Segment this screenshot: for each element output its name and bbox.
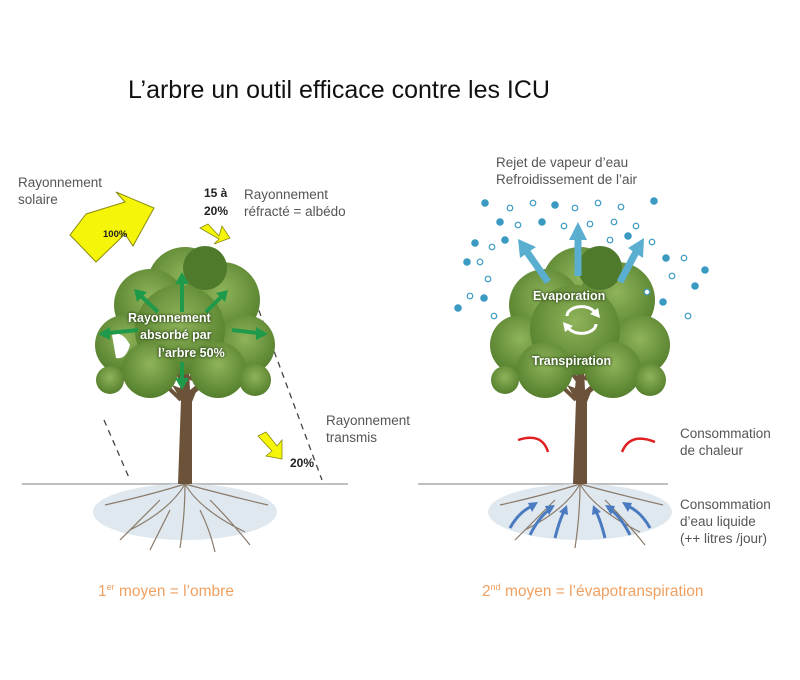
vapor-droplet bbox=[624, 232, 632, 240]
vapor-droplet bbox=[680, 254, 688, 262]
evaporation-label: Evaporation bbox=[533, 289, 606, 303]
vapor-droplet bbox=[648, 238, 656, 246]
roots-left bbox=[93, 483, 277, 553]
foliage-left bbox=[95, 246, 275, 398]
vapor-droplet bbox=[560, 222, 568, 230]
vapor-droplet bbox=[586, 220, 594, 228]
transmitted-arrow bbox=[257, 431, 283, 460]
left-tree bbox=[22, 191, 348, 553]
vapor-droplet bbox=[610, 218, 618, 226]
water-label-3: (++ litres /jour) bbox=[680, 531, 768, 546]
vapor-droplet bbox=[481, 199, 489, 207]
vapor-droplet bbox=[571, 204, 579, 212]
vapor-droplet bbox=[668, 272, 676, 280]
heat-arc-left bbox=[517, 436, 550, 453]
vapor-droplet bbox=[480, 294, 488, 302]
transmitted-label-1: Rayonnement bbox=[326, 413, 411, 428]
vapor-droplet bbox=[594, 199, 602, 207]
absorbed-arrows bbox=[98, 272, 268, 390]
vapor-droplet bbox=[691, 282, 699, 290]
trunk-left bbox=[172, 370, 200, 484]
cycle-arrow-icon bbox=[563, 305, 600, 335]
vapor-droplet bbox=[529, 199, 537, 207]
vapor-droplet bbox=[471, 239, 479, 247]
heat-label-2: de chaleur bbox=[680, 443, 744, 458]
refracted-label-2: réfracté = albédo bbox=[244, 204, 346, 219]
refracted-label-1: Rayonnement bbox=[244, 187, 329, 202]
solar-arrow bbox=[69, 191, 155, 263]
heat-arc-right bbox=[620, 437, 656, 453]
transmitted-percent: 20% bbox=[290, 456, 315, 470]
absorbed-label-2: absorbé par bbox=[140, 328, 212, 342]
vapor-label-1: Rejet de vapeur d’eau bbox=[496, 155, 629, 170]
absorbed-label-1: Rayonnement bbox=[128, 311, 211, 325]
vapor-droplet bbox=[501, 236, 509, 244]
vapor-droplet bbox=[514, 221, 522, 229]
water-label-2: d’eau liquide bbox=[680, 514, 756, 529]
vapor-droplet bbox=[662, 254, 670, 262]
transpiration-label: Transpiration bbox=[532, 354, 612, 368]
vapor-droplet bbox=[643, 288, 651, 296]
vapor-droplet bbox=[606, 236, 614, 244]
water-label-1: Consommation bbox=[680, 497, 771, 512]
roots-right bbox=[488, 483, 672, 549]
solar-label-1: Rayonnement bbox=[18, 175, 103, 190]
vapor-droplet bbox=[701, 266, 709, 274]
vapor-droplet bbox=[463, 258, 471, 266]
water-arrows bbox=[508, 502, 652, 539]
vapor-droplet bbox=[632, 222, 640, 230]
vapor-label-2: Refroidissement de l’air bbox=[496, 172, 638, 187]
vapor-droplet bbox=[496, 218, 504, 226]
foliage-right bbox=[490, 246, 670, 398]
vapor-droplet bbox=[466, 292, 474, 300]
right-tree bbox=[418, 222, 672, 549]
vapor-droplet bbox=[538, 218, 546, 226]
vapor-droplet bbox=[490, 312, 498, 320]
vapor-droplet bbox=[476, 258, 484, 266]
vapor-droplet bbox=[650, 197, 658, 205]
solar-label-2: solaire bbox=[18, 192, 58, 207]
vapor-droplet bbox=[484, 275, 492, 283]
caption-left: 1er moyen = l’ombre bbox=[98, 582, 234, 601]
vapor-droplet bbox=[659, 298, 667, 306]
vapor-droplets bbox=[454, 197, 709, 320]
transmitted-label-2: transmis bbox=[326, 430, 378, 445]
vapor-droplet bbox=[454, 304, 462, 312]
solar-percent: 100% bbox=[103, 229, 128, 240]
vapor-droplet bbox=[551, 201, 559, 209]
vapor-droplet bbox=[617, 203, 625, 211]
absorbed-label-3: l’arbre 50% bbox=[158, 346, 225, 360]
refracted-arrow bbox=[199, 223, 231, 245]
vapor-arrows bbox=[518, 222, 644, 285]
canopy-gap bbox=[112, 333, 130, 359]
caption-right: 2nd moyen = l’évapotranspiration bbox=[482, 582, 704, 601]
shadow-line-left bbox=[103, 419, 131, 481]
refracted-pct-2: 20% bbox=[204, 204, 229, 218]
trunk-right bbox=[567, 370, 595, 484]
vapor-droplet bbox=[684, 312, 692, 320]
vapor-droplet bbox=[488, 243, 496, 251]
vapor-droplet bbox=[506, 204, 514, 212]
page-title: L’arbre un outil efficace contre les ICU bbox=[128, 76, 550, 104]
heat-label-1: Consommation bbox=[680, 426, 771, 441]
refracted-pct-1: 15 à bbox=[204, 186, 228, 200]
